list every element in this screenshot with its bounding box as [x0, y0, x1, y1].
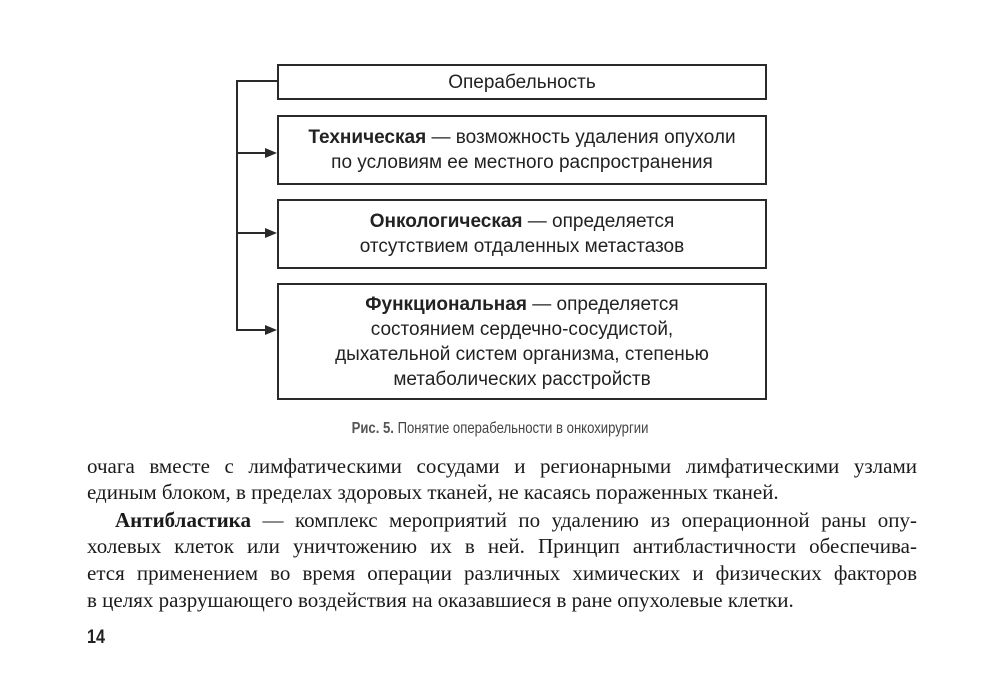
- connector-root: [236, 80, 277, 82]
- body-line: очага вместе с лимфатическими сосудами и…: [87, 454, 917, 478]
- arrow-icon: [265, 148, 277, 158]
- term: Онкологическая: [369, 211, 523, 232]
- box-operability: Операбельность: [277, 64, 767, 100]
- connector-2: [236, 232, 266, 234]
- box-functional: Функциональная — определяется состоянием…: [277, 283, 767, 400]
- figure-caption: Рис. 5. Понятие операбельности в онкохир…: [90, 420, 910, 438]
- body-line: ется применением во время операции разли…: [87, 561, 917, 585]
- arrow-icon: [265, 325, 277, 335]
- text: отсутствием отдаленных метастазов: [359, 236, 685, 257]
- arrow-icon: [265, 228, 277, 238]
- page-number: 14: [87, 627, 105, 648]
- box-technical: Техническая — возможность удаления опухо…: [277, 115, 767, 185]
- body-line: в целях разрушающего воздействия на оказ…: [87, 588, 794, 612]
- connector-1: [236, 152, 266, 154]
- text: — определяется: [532, 293, 679, 315]
- connector-vertical: [236, 80, 238, 331]
- term: Техническая: [308, 127, 427, 148]
- term: Функциональная: [365, 293, 527, 315]
- body-line: холевых клеток или уничтожению их в ней.…: [87, 534, 917, 558]
- body-line: единым блоком, в пределах здоровых ткане…: [87, 480, 779, 504]
- text: — комплекс мероприятий по удалению из оп…: [250, 508, 917, 532]
- text: дыхательной систем организма, степенью: [335, 343, 709, 365]
- box-oncological: Онкологическая — определяется отсутствие…: [277, 199, 767, 269]
- text: метаболических расстройств: [393, 368, 651, 390]
- term-antiblastics: Антибластика: [115, 508, 251, 532]
- connector-3: [236, 329, 266, 331]
- caption-label: Рис. 5.: [351, 420, 394, 437]
- text: — определяется: [527, 211, 675, 232]
- root-label: Операбельность: [448, 71, 596, 93]
- text: состоянием сердечно-сосудистой,: [370, 318, 674, 340]
- body-line: Антибластика — комплекс мероприятий по у…: [115, 507, 917, 533]
- text: по условиям ее местного распространения: [331, 152, 713, 173]
- caption-text: Понятие операбельности в онкохирургии: [397, 420, 649, 437]
- text: — возможность удаления опухоли: [431, 127, 736, 148]
